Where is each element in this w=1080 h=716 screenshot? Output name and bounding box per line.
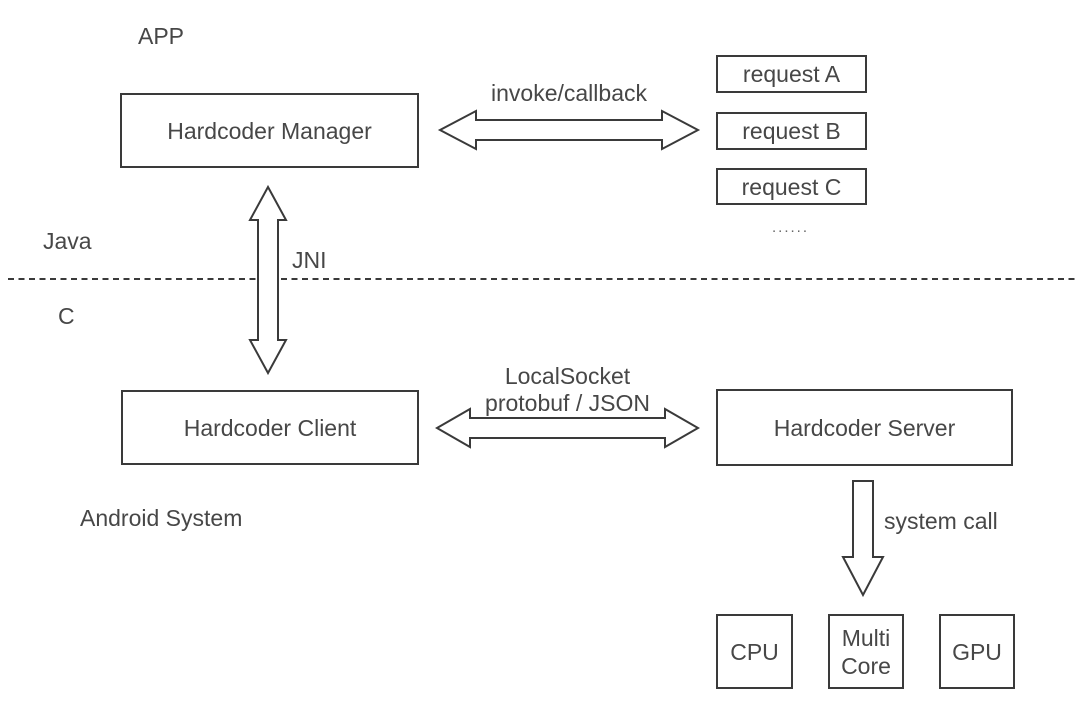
request-c-box: request C [716, 168, 867, 205]
system-call-down-arrow [841, 480, 885, 598]
localsocket-protocol-label: LocalSocket protobuf / JSON [437, 363, 698, 417]
invoke-callback-double-arrow [437, 109, 701, 151]
system-call-label: system call [884, 508, 998, 534]
jni-label: JNI [292, 247, 327, 273]
protocol-label: protobuf / JSON [485, 390, 650, 416]
jni-double-arrow [248, 184, 288, 376]
hardcoder-manager-box: Hardcoder Manager [120, 93, 419, 168]
android-system-label: Android System [80, 505, 243, 531]
request-b-box: request B [716, 112, 867, 150]
more-requests-ellipsis: ...... [772, 219, 810, 236]
app-layer-label: APP [138, 23, 185, 49]
gpu-box: GPU [939, 614, 1015, 689]
hardcoder-client-box: Hardcoder Client [121, 390, 419, 465]
localsocket-double-arrow [434, 407, 701, 449]
cpu-box: CPU [716, 614, 793, 689]
localsocket-label: LocalSocket [504, 363, 631, 389]
multi-core-box: Multi Core [828, 614, 904, 689]
java-layer-label: Java [43, 228, 92, 254]
invoke-callback-label: invoke/callback [491, 80, 647, 106]
request-a-box: request A [716, 55, 867, 93]
hardcoder-server-box: Hardcoder Server [716, 389, 1013, 466]
c-layer-label: C [58, 303, 75, 329]
